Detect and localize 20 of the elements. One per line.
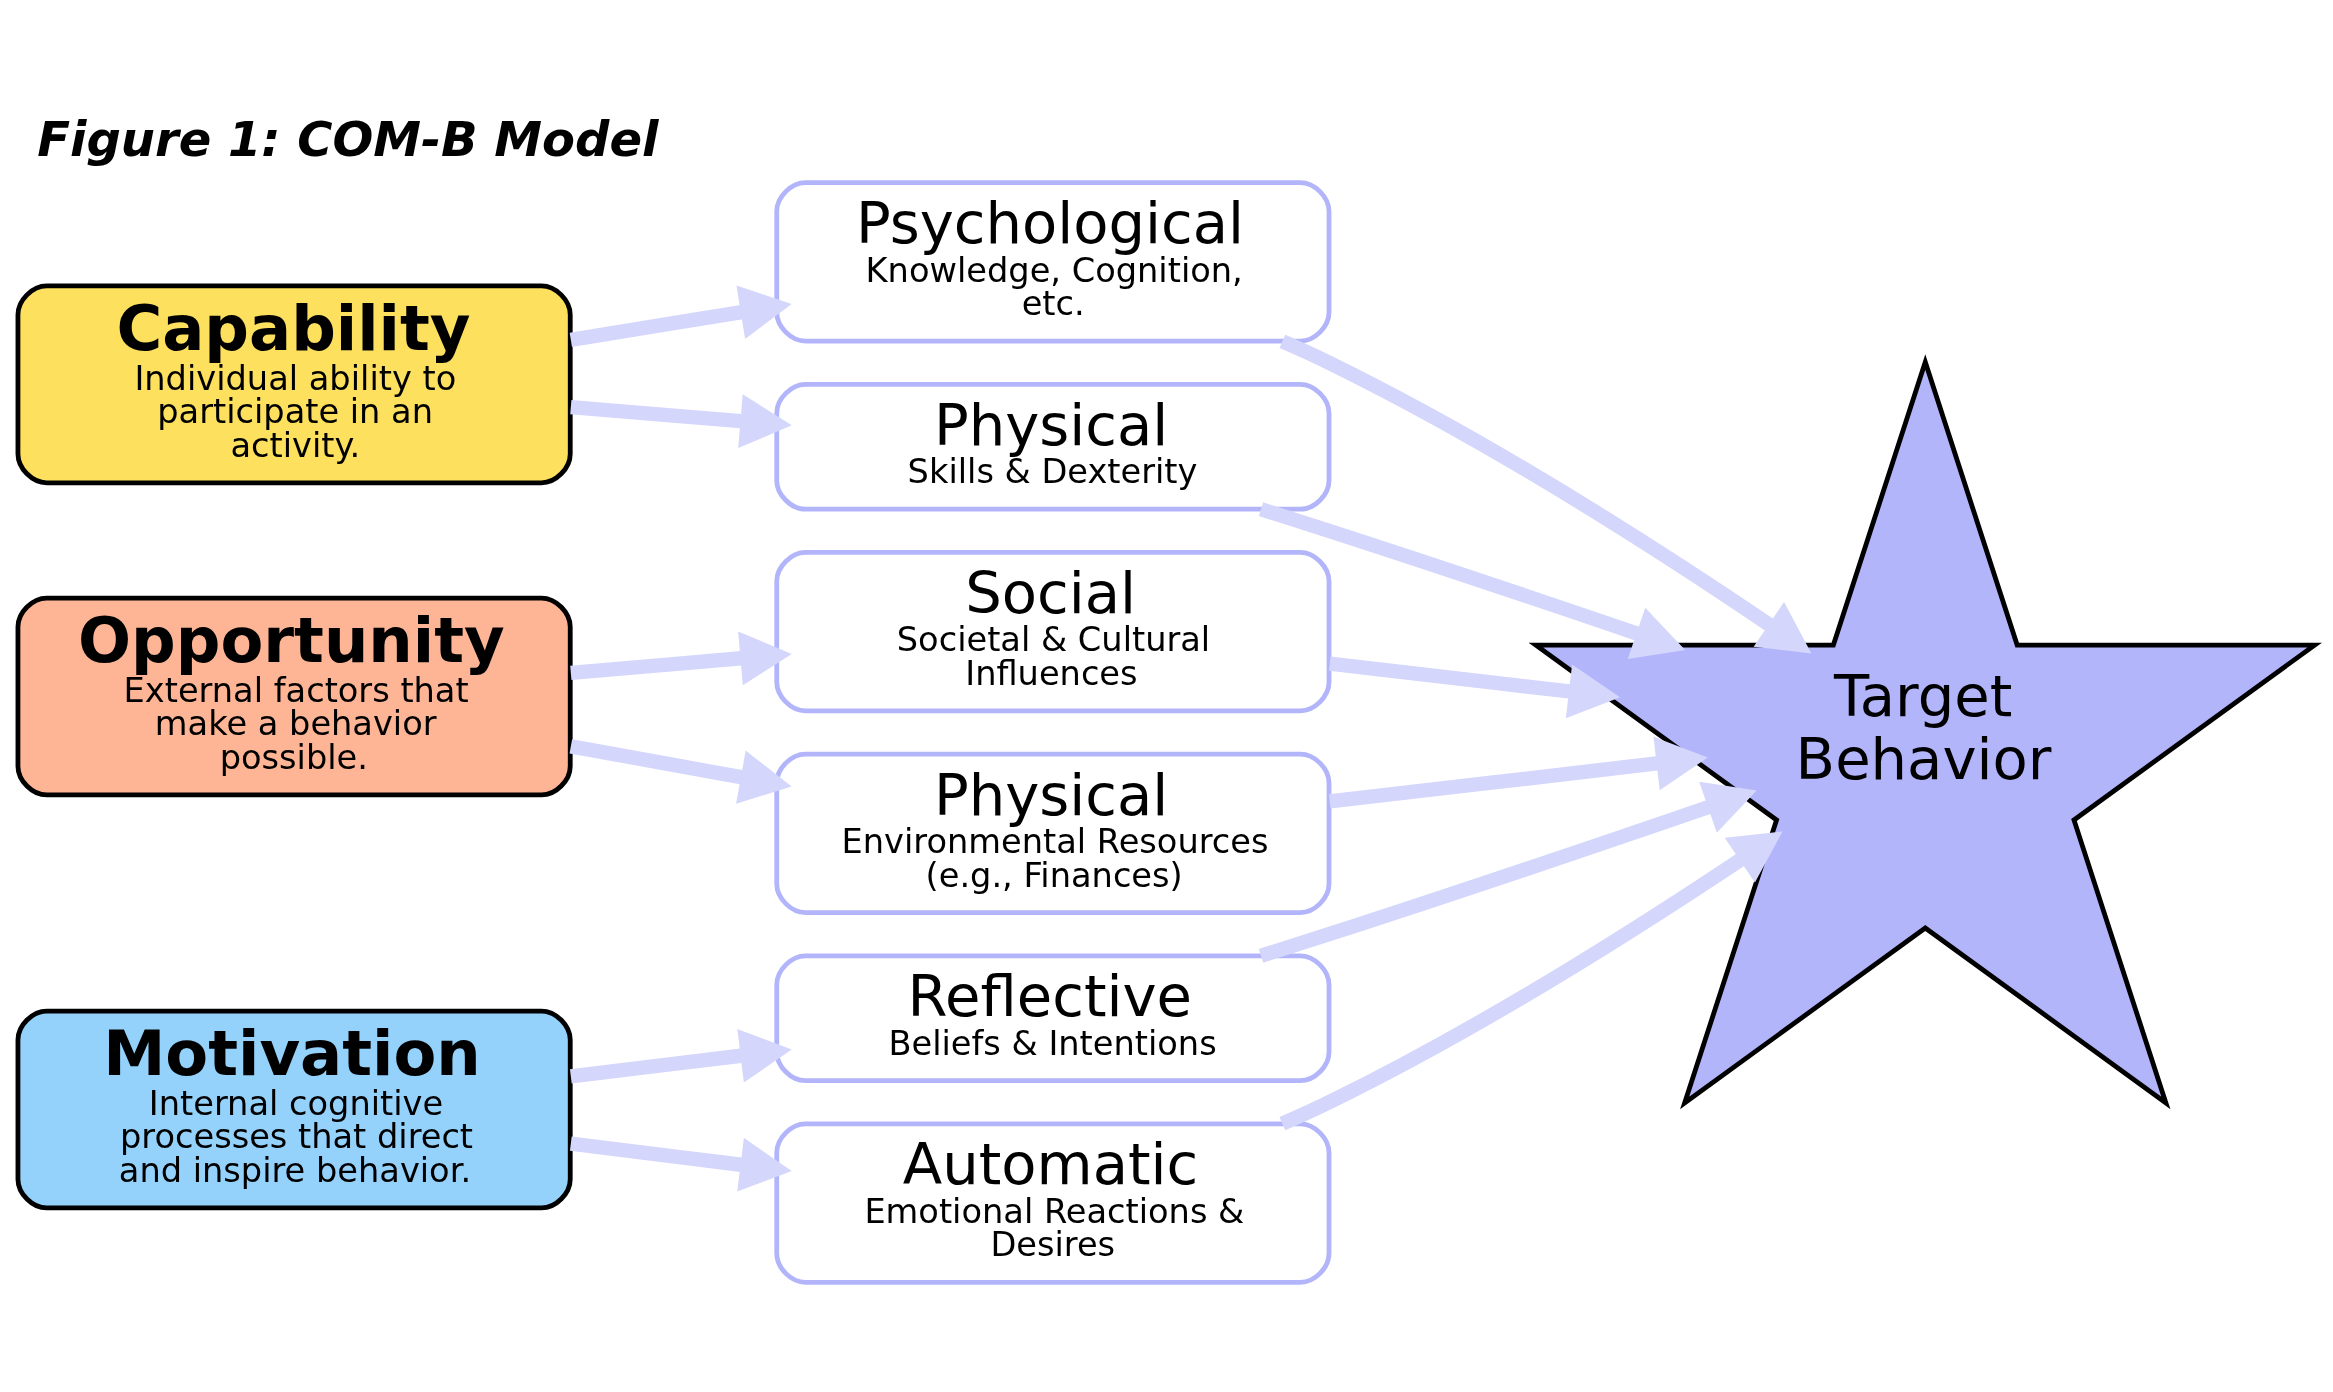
arrow bbox=[1328, 736, 1708, 809]
node-box: Reflective Beliefs & Intentions bbox=[774, 952, 1332, 1083]
arrow bbox=[1328, 655, 1621, 718]
arrow bbox=[570, 393, 792, 448]
arrow bbox=[570, 630, 792, 685]
arrow bbox=[569, 738, 792, 804]
node-box: Physical Skills & Dexterity bbox=[774, 381, 1332, 512]
node-box: Opportunity External factors that make a behavior possible. bbox=[15, 595, 573, 797]
arrow bbox=[1279, 334, 1812, 653]
node-box: Psychological Knowledge, Cognition, etc. bbox=[774, 179, 1332, 343]
diagram-title: Figure 1: COM-B Model bbox=[37, 110, 659, 167]
node-box: Physical Environmental Resources (e.g., Finances) bbox=[774, 751, 1332, 915]
arrow bbox=[1279, 830, 1783, 1130]
node-box: Motivation Internal cognitive processes that direct and inspire behavior. bbox=[15, 1008, 573, 1210]
node-box: Automatic Emotional Reactions & Desires bbox=[774, 1121, 1332, 1285]
arrow bbox=[569, 285, 792, 347]
arrow bbox=[569, 1135, 792, 1191]
arrow bbox=[569, 1028, 792, 1083]
node-box: Social Societal & Cultural Influences bbox=[774, 549, 1332, 713]
node-box: Capability Individual ability to participate in an activity. bbox=[15, 283, 573, 485]
